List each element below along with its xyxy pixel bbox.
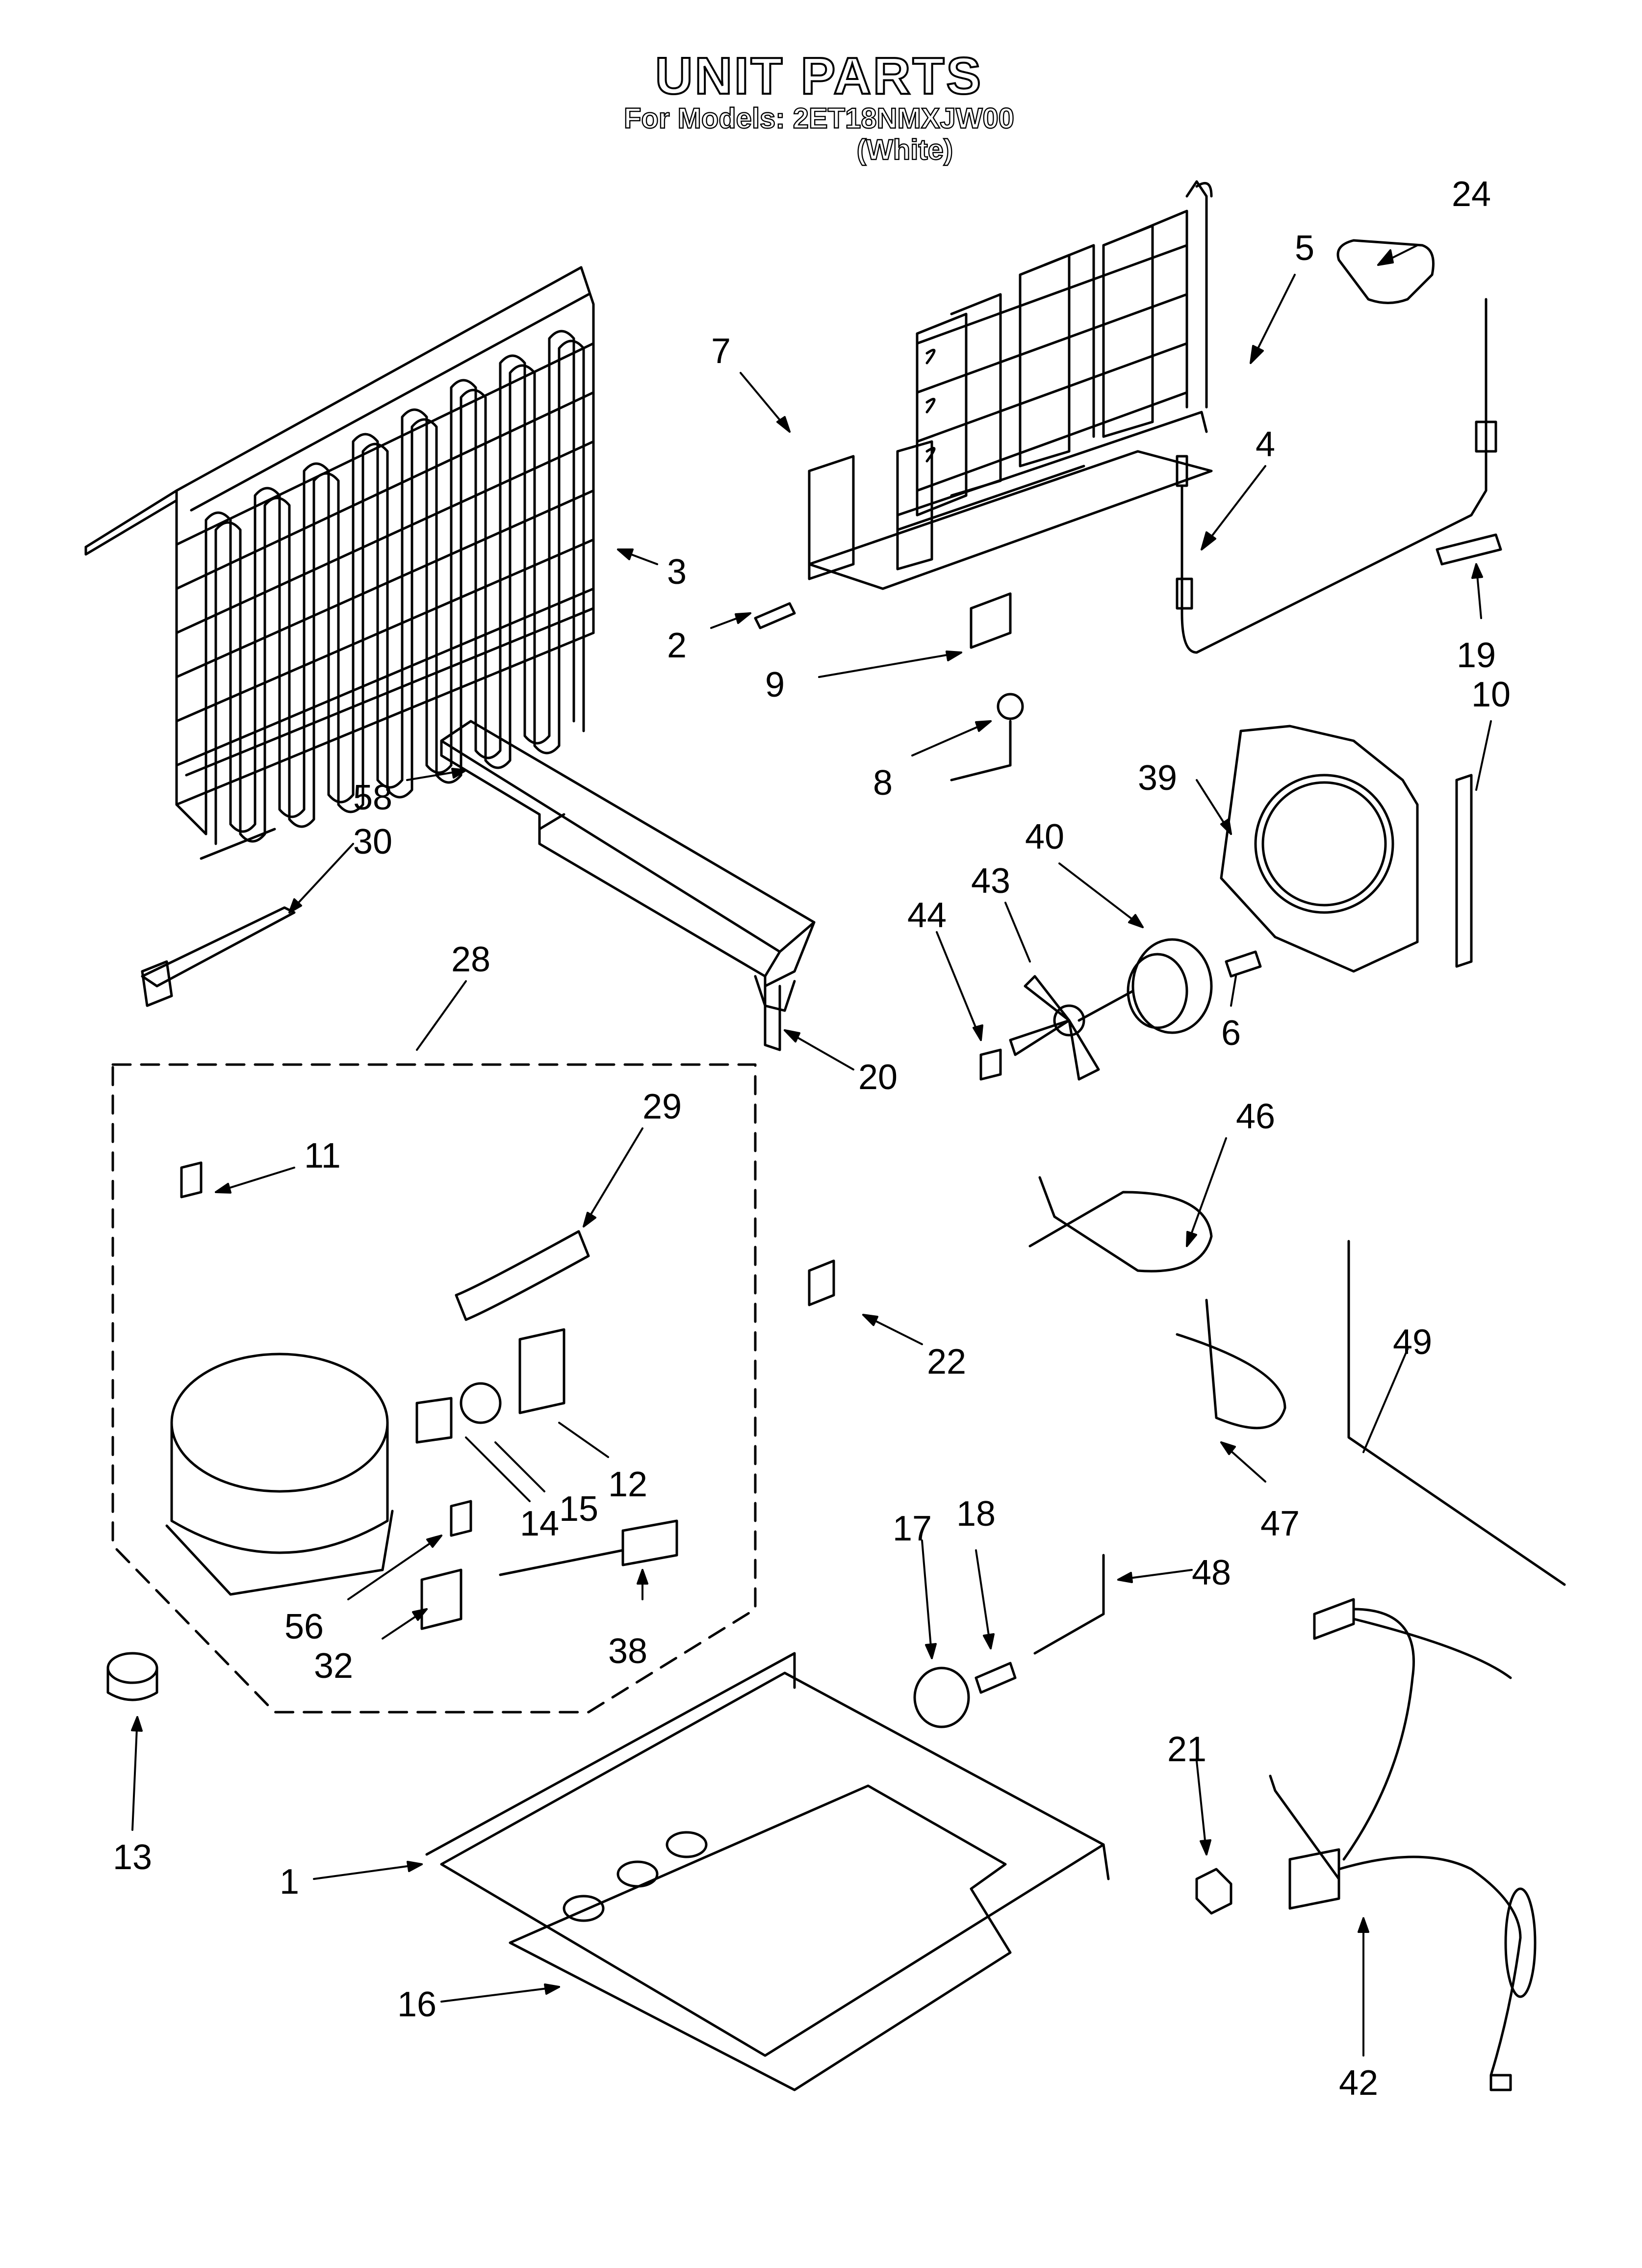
base-pad	[509, 1784, 1012, 2091]
leader-lines	[131, 244, 1492, 2057]
evaporator-assembly	[808, 180, 1213, 590]
capacitor-32	[420, 1568, 462, 1630]
callout-48: 48	[1192, 1553, 1231, 1592]
callout-49: 49	[1393, 1323, 1432, 1362]
fan-blade	[1009, 975, 1100, 1081]
wiring-harness	[1269, 1598, 1537, 2091]
callout-21: 21	[1167, 1730, 1206, 1769]
condenser-coil	[84, 266, 595, 860]
tube-46	[1028, 1176, 1213, 1273]
tube-47	[1176, 1299, 1286, 1430]
wire-38-lead	[499, 1549, 624, 1576]
callout-16: 16	[397, 1985, 436, 2024]
drier-29	[455, 1230, 590, 1321]
callout-38: 38	[608, 1632, 647, 1671]
relay-cover-12	[518, 1328, 565, 1414]
base-plate	[425, 1652, 1110, 2057]
callout-43: 43	[971, 861, 1010, 901]
tube-49	[1347, 1240, 1566, 1586]
callout-11: 11	[304, 1136, 341, 1175]
wire-38	[621, 1519, 678, 1566]
models-line: For Models: 2ET18NMXJW00	[623, 102, 1015, 134]
callout-24: 24	[1452, 175, 1491, 214]
defrost-terminator	[808, 455, 855, 580]
callout-42: 42	[1339, 2063, 1378, 2103]
nut-21	[1195, 1868, 1232, 1915]
callout-22: 22	[927, 1342, 966, 1382]
callout-1: 1	[280, 1862, 299, 1902]
callout-56: 56	[284, 1607, 324, 1646]
compressor-kit-outline	[111, 1063, 757, 1714]
page-title: UNIT PARTS	[654, 47, 983, 105]
callout-2: 2	[667, 626, 687, 665]
grommet-14	[106, 1652, 158, 1684]
color-line: (White)	[856, 133, 954, 166]
callout-29: 29	[642, 1087, 682, 1126]
callout-12: 12	[608, 1465, 647, 1504]
callout-20: 20	[858, 1058, 898, 1097]
compressor	[165, 1353, 394, 1596]
model-info: For Models: 2ET18NMXJW00 (White)	[549, 102, 1089, 166]
screw-11	[180, 1161, 203, 1199]
sensor-8-wire	[950, 720, 1012, 782]
callout-30: 30	[353, 822, 392, 861]
callout-40: 40	[1025, 817, 1064, 857]
sensor-8	[997, 693, 1024, 720]
callout-4: 4	[1256, 425, 1275, 464]
callout-17: 17	[893, 1509, 932, 1548]
callout-10: 10	[1471, 675, 1511, 714]
clip-9	[970, 592, 1012, 649]
screw-2	[754, 602, 796, 629]
callout-18: 18	[956, 1494, 996, 1534]
defrost-sensor-wire	[1176, 298, 1497, 654]
callout-32: 32	[314, 1646, 353, 1686]
tie-wrap-head	[141, 960, 173, 1007]
drain-trough	[440, 720, 816, 1051]
fan-motor	[1078, 938, 1213, 1034]
cover-24	[1336, 239, 1435, 304]
callout-47: 47	[1260, 1504, 1300, 1543]
callout-5: 5	[1295, 229, 1314, 268]
grommet-14-body	[106, 1667, 158, 1701]
callout-9: 9	[765, 665, 785, 704]
tube-48	[1033, 1554, 1105, 1655]
callout-labels: 24 5 7 4 3 2 9 19 10 8 39 40 43 44 6 58 …	[113, 175, 1511, 2103]
tie-wrap	[141, 906, 296, 988]
fan-bracket	[1220, 725, 1419, 973]
callout-14: 13	[113, 1838, 152, 1877]
fan-washer	[979, 1048, 1002, 1081]
callout-7: 7	[711, 332, 731, 371]
clip-19	[1436, 533, 1502, 566]
callout-3: 3	[667, 552, 687, 592]
callout-19: 19	[1457, 636, 1496, 675]
gasket-10	[1455, 774, 1473, 968]
callout-15: 15	[559, 1489, 598, 1529]
callout-28: 28	[451, 940, 490, 979]
screw-6	[1225, 950, 1262, 978]
callout-44: 44	[907, 896, 947, 935]
callout-58: 58	[353, 778, 392, 817]
pin-18	[975, 1662, 1017, 1694]
roller-17	[913, 1667, 970, 1728]
callout-8: 8	[873, 763, 893, 803]
callout-6: 6	[1221, 1014, 1241, 1053]
screw-56	[450, 1500, 472, 1537]
title-block: UNIT PARTS For Models: 2ET18NMXJW00 (Whi…	[549, 47, 1089, 166]
clip-22	[808, 1259, 835, 1306]
relay-13	[415, 1397, 453, 1444]
callout-46: 46	[1236, 1097, 1275, 1136]
callout-13: 14	[520, 1504, 559, 1543]
callout-39: 39	[1138, 758, 1177, 798]
overload-15	[460, 1382, 502, 1424]
